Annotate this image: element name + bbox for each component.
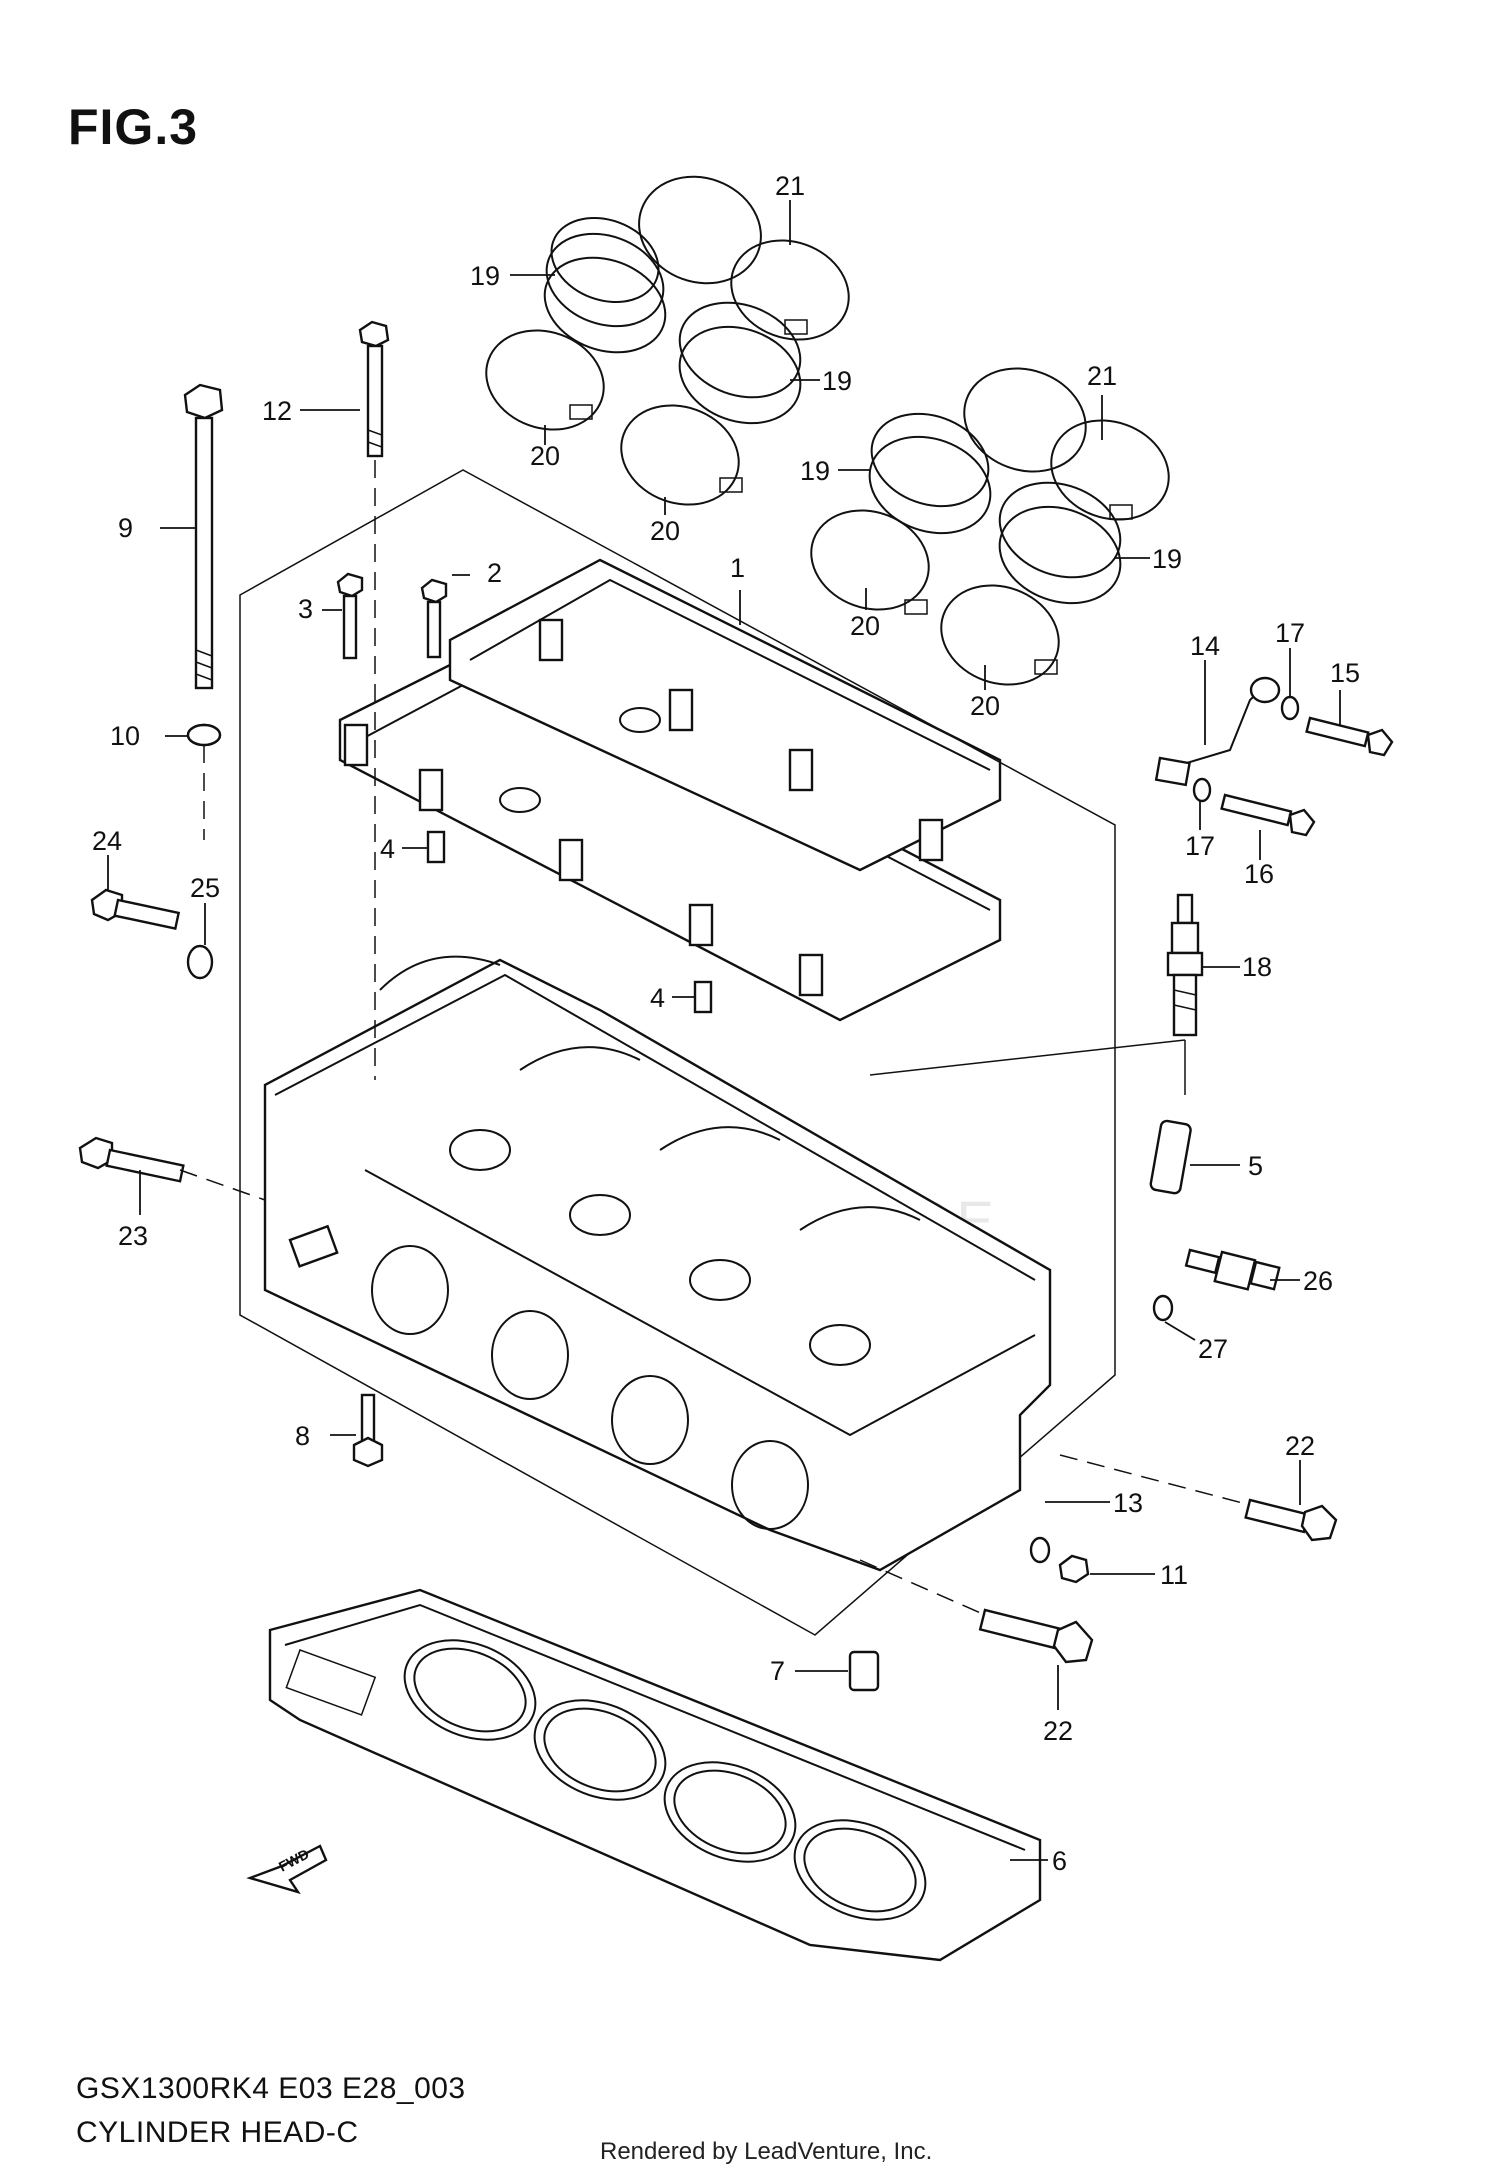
washer-10 xyxy=(186,723,222,747)
callout-labels: 21 19 19 20 20 12 9 21 19 19 20 20 2 3 1… xyxy=(92,171,1360,1876)
bolt-2 xyxy=(420,578,448,659)
callout-1: 1 xyxy=(730,553,745,583)
callout-14: 14 xyxy=(1190,631,1220,661)
callout-9: 9 xyxy=(118,513,133,543)
bolt-3 xyxy=(336,572,364,660)
bolt-11 xyxy=(1058,1554,1090,1584)
intake-boot-group-left xyxy=(485,175,850,506)
callout-15: 15 xyxy=(1330,658,1360,688)
callout-25: 25 xyxy=(190,873,220,903)
callout-20c: 20 xyxy=(850,611,880,641)
dowel-7 xyxy=(848,1650,880,1692)
oil-pipe xyxy=(1154,676,1281,787)
forward-arrow-icon: FWD xyxy=(246,1844,328,1895)
washer-17b xyxy=(1192,777,1212,803)
callout-20b: 20 xyxy=(650,516,680,546)
leader-lines xyxy=(107,200,1341,1861)
callout-3: 3 xyxy=(298,594,313,624)
bolt-16 xyxy=(1220,793,1316,837)
temperature-sensor xyxy=(1184,1248,1281,1291)
intake-boot-group-right xyxy=(810,367,1170,686)
callout-18: 18 xyxy=(1242,952,1272,982)
callout-21b: 21 xyxy=(1087,361,1117,391)
assembly-outline xyxy=(239,469,1116,1636)
bolt-8 xyxy=(352,1393,384,1468)
cylinder-head-gasket xyxy=(268,1588,1042,1962)
callout-13: 13 xyxy=(1113,1488,1143,1518)
spark-plug xyxy=(1166,893,1204,1037)
callout-12: 12 xyxy=(262,396,292,426)
figure-title: FIG.3 xyxy=(68,99,199,155)
callout-27: 27 xyxy=(1198,1334,1228,1364)
callout-6: 6 xyxy=(1052,1846,1067,1876)
dowel-pin-4a xyxy=(426,830,446,864)
callout-2: 2 xyxy=(487,558,502,588)
camshaft-holder xyxy=(338,558,1002,1022)
callout-5: 5 xyxy=(1248,1151,1263,1181)
render-credit: Rendered by LeadVenture, Inc. xyxy=(600,2138,933,2165)
part-5 xyxy=(1149,1119,1192,1195)
callout-11: 11 xyxy=(1160,1560,1188,1590)
bolt-12 xyxy=(358,320,390,458)
callout-19d: 19 xyxy=(1152,544,1182,574)
callout-17b: 17 xyxy=(1185,831,1215,861)
model-code: GSX1300RK4 E03 E28_003 xyxy=(76,2072,466,2105)
cylinder-head-bolt-long xyxy=(183,383,224,747)
callout-19a: 19 xyxy=(470,261,500,291)
callout-22a: 22 xyxy=(1285,1431,1315,1461)
callout-19c: 19 xyxy=(800,456,830,486)
callout-8: 8 xyxy=(295,1421,310,1451)
callout-4b: 4 xyxy=(650,983,665,1013)
callout-20a: 20 xyxy=(530,441,560,471)
callout-21a: 21 xyxy=(775,171,805,201)
callout-7: 7 xyxy=(770,1656,785,1686)
cylinder-head xyxy=(263,955,1052,1572)
bolt-23 xyxy=(78,1136,185,1183)
bolt-22b xyxy=(978,1608,1094,1664)
callout-19b: 19 xyxy=(822,366,852,396)
section-name: CYLINDER HEAD-C xyxy=(76,2116,359,2149)
washer-17a xyxy=(1280,695,1300,721)
callout-16: 16 xyxy=(1244,859,1274,889)
callout-23: 23 xyxy=(118,1221,148,1251)
bolt-24 xyxy=(90,888,181,930)
callout-17a: 17 xyxy=(1275,618,1305,648)
washer-25 xyxy=(186,944,214,980)
bolt-22a xyxy=(1244,1498,1338,1542)
callout-20d: 20 xyxy=(970,691,1000,721)
callout-10: 10 xyxy=(110,721,140,751)
dowel-pin-4b xyxy=(693,980,713,1014)
callout-24: 24 xyxy=(92,826,122,856)
washer-13 xyxy=(1029,1536,1051,1564)
callout-22b: 22 xyxy=(1043,1716,1073,1746)
callout-4a: 4 xyxy=(380,834,395,864)
washer-27 xyxy=(1152,1294,1174,1322)
bolt-15 xyxy=(1305,716,1394,757)
callout-26: 26 xyxy=(1303,1266,1333,1296)
